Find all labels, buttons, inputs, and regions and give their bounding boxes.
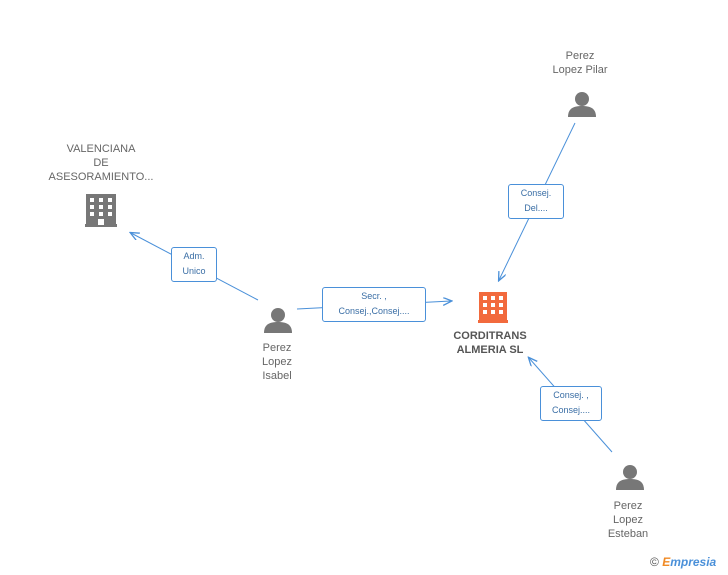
node-label-esteban[interactable]: Perez Lopez Esteban — [607, 500, 649, 540]
node-label-pilar[interactable]: Perez Lopez Pilar — [552, 50, 608, 76]
building-icon[interactable] — [85, 194, 117, 227]
node-label-valenciana[interactable]: VALENCIANA DE ASESORAMIENTO... — [48, 143, 154, 183]
brand-logo: Empresia — [662, 555, 717, 569]
footer-brand: © Empresia — [650, 555, 716, 569]
node-label-isabel[interactable]: Perez Lopez Isabel — [262, 342, 292, 382]
node-label-corditrans[interactable]: CORDITRANS ALMERIA SL — [453, 330, 527, 356]
main-building-icon[interactable] — [478, 292, 508, 323]
person-icon[interactable] — [616, 465, 644, 490]
person-icon[interactable] — [568, 92, 596, 117]
edge-label-consej-del[interactable]: Consej. Del.... — [508, 184, 564, 219]
copyright-symbol: © — [650, 555, 659, 569]
edge-label-consej-consej[interactable]: Consej. , Consej.... — [540, 386, 602, 421]
person-icon[interactable] — [264, 308, 292, 333]
edge-label-secr-consej[interactable]: Secr. , Consej.,Consej.... — [322, 287, 426, 322]
edge-label-adm-unico[interactable]: Adm. Unico — [171, 247, 217, 282]
